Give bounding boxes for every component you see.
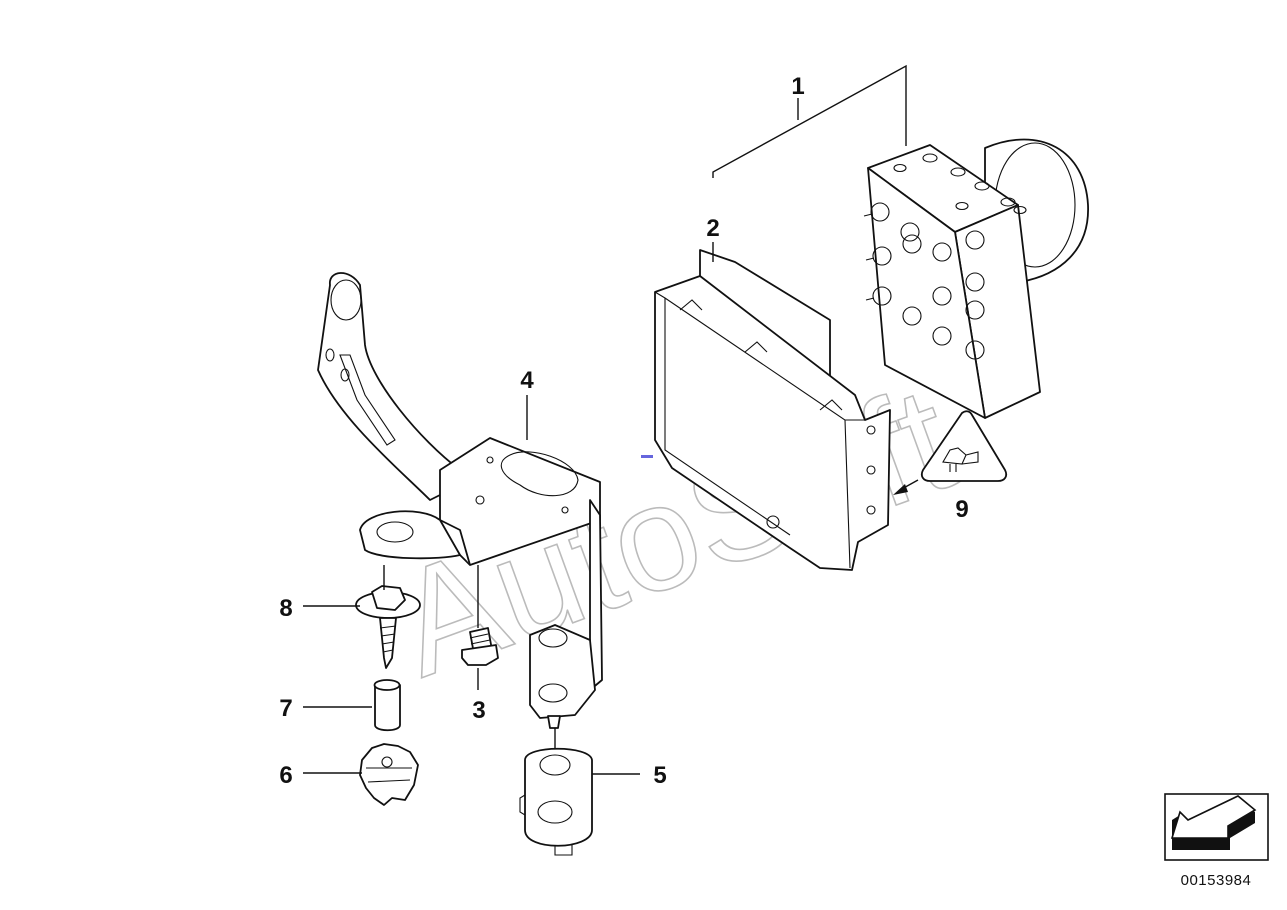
callout-7: 7: [279, 695, 292, 722]
blue-mark: [641, 455, 653, 458]
hydraulic-unit: [863, 138, 1089, 419]
bracket: [317, 272, 603, 729]
callout-9: 9: [955, 496, 968, 523]
rubber-mount: [359, 743, 419, 806]
callout-8: 8: [279, 595, 292, 622]
bolt-with-washer: [355, 585, 421, 669]
reference-number: 00153984: [1181, 872, 1252, 889]
callout-4: 4: [520, 367, 534, 394]
callout-3: 3: [472, 697, 485, 724]
damper-mount: [519, 747, 593, 856]
leader-lines: [303, 64, 919, 775]
electronics-warning-triangle-icon: [920, 410, 1008, 482]
control-module: [654, 249, 891, 571]
callout-6: 6: [279, 762, 292, 789]
sleeve: [373, 679, 401, 732]
direction-arrow-icon: [1164, 793, 1269, 861]
callout-5: 5: [653, 762, 666, 789]
callout-2: 2: [706, 215, 719, 242]
callout-1: 1: [791, 73, 804, 100]
small-screw: [461, 627, 499, 666]
